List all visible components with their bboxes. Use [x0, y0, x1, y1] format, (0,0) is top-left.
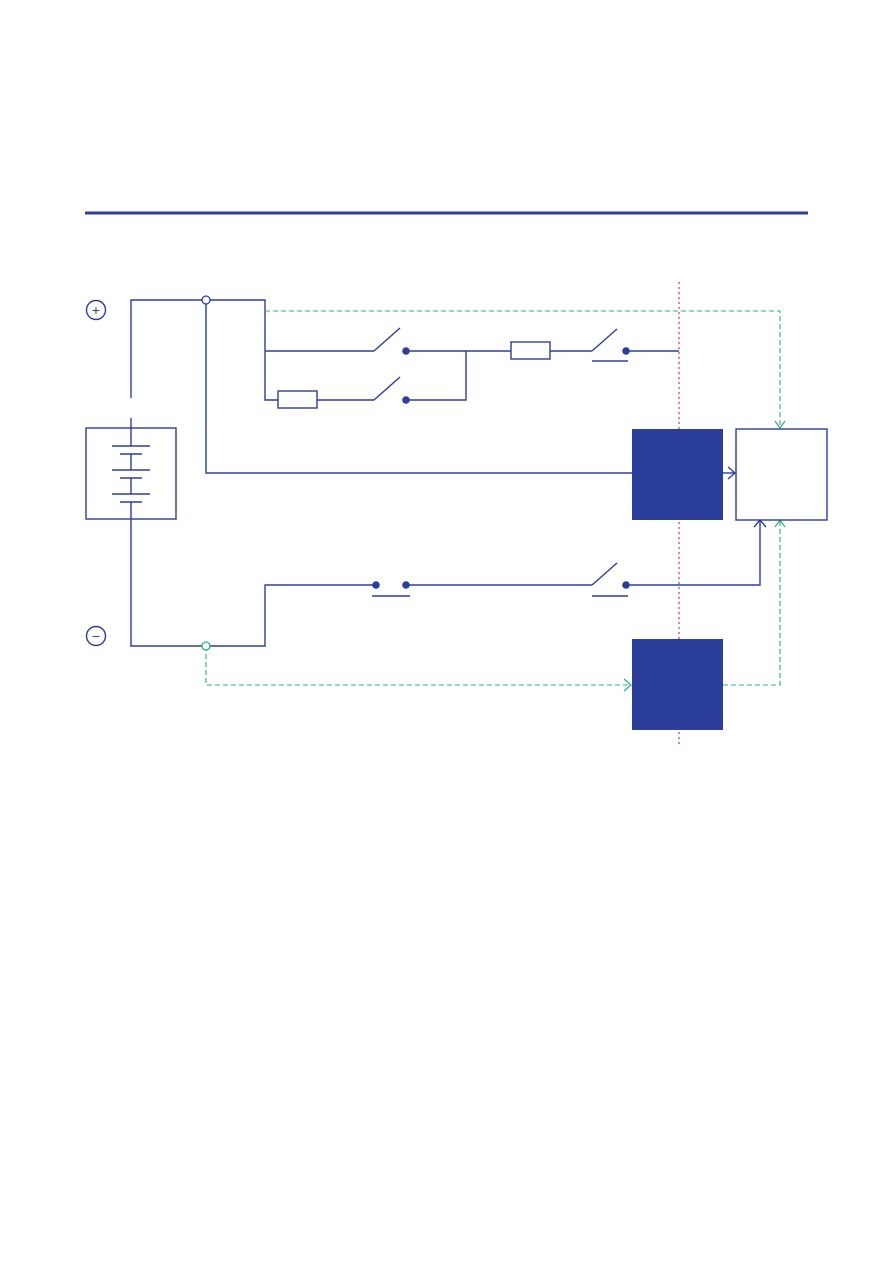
negative-terminal: −: [85, 625, 107, 647]
switch-contacts-lower: [372, 581, 630, 589]
positive-symbol: +: [92, 302, 100, 318]
fuse-icon: [510, 341, 551, 360]
battery: [85, 418, 177, 520]
controller-box: [735, 428, 828, 521]
module-block-lower: [632, 639, 723, 730]
positive-terminal: +: [85, 299, 107, 321]
negative-wiring: [130, 518, 767, 647]
node-top: [201, 295, 211, 305]
minus-circle-icon: [85, 625, 107, 647]
plus-circle-icon: [85, 299, 107, 321]
fuse-icon: [277, 390, 318, 409]
negative-symbol: −: [92, 628, 100, 644]
signal-lines: [205, 310, 781, 686]
module-block-upper: [632, 429, 723, 520]
switch-contacts-upper: [402, 347, 630, 404]
node-bottom: [201, 641, 211, 651]
battery-icon: [112, 445, 150, 503]
switch-icon: [373, 327, 401, 352]
positive-wiring: [130, 299, 737, 480]
